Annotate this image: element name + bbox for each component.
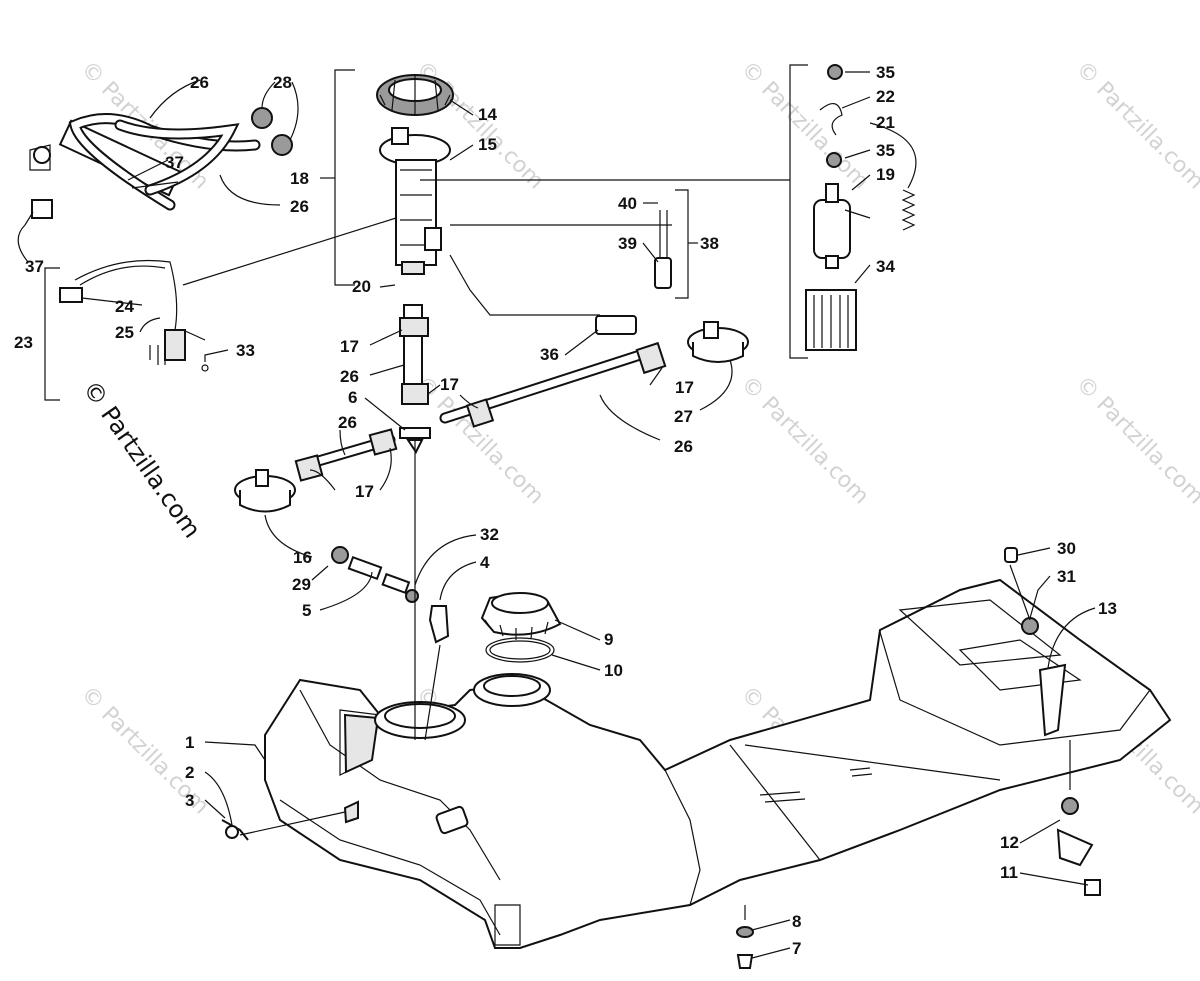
callout-24: 24 xyxy=(115,297,134,316)
callout-19: 19 xyxy=(876,165,895,184)
callout-27: 27 xyxy=(674,407,693,426)
callout-34: 34 xyxy=(876,257,895,276)
callout-12: 12 xyxy=(1000,833,1019,852)
watermark: © Partzilla.com xyxy=(736,372,874,510)
callout-20: 20 xyxy=(352,277,371,296)
callout-31: 31 xyxy=(1057,567,1076,586)
watermark: © Partzilla.com xyxy=(736,57,874,195)
callout-17: 17 xyxy=(675,378,694,397)
lock-ring xyxy=(376,74,454,116)
callout-21: 21 xyxy=(876,113,895,132)
callout-6: 6 xyxy=(348,388,357,407)
callout-38: 38 xyxy=(700,234,719,253)
callout-labels: 1 2 3 4 5 6 7 8 9 10 11 12 13 14 15 16 1… xyxy=(14,63,1117,958)
fuel-cap xyxy=(480,592,562,640)
fuel-pump-motor xyxy=(813,64,851,269)
callout-32: 32 xyxy=(480,525,499,544)
vent-valve-right xyxy=(687,321,749,363)
fuel-hose-lower xyxy=(114,119,240,196)
callout-18: 18 xyxy=(290,169,309,188)
callout-13: 13 xyxy=(1098,599,1117,618)
cap-gasket xyxy=(485,637,555,663)
callout-17: 17 xyxy=(340,337,359,356)
fuel-strainer xyxy=(805,289,857,351)
callout-26: 26 xyxy=(340,367,359,386)
callout-7: 7 xyxy=(792,939,801,958)
pump-spring xyxy=(901,189,916,231)
fuel-sender-unit xyxy=(654,210,672,289)
callout-8: 8 xyxy=(792,912,801,931)
callout-37: 37 xyxy=(25,257,44,276)
fuel-hose-upper xyxy=(68,113,261,211)
callout-14: 14 xyxy=(478,105,497,124)
leader-lines xyxy=(17,71,1096,959)
callout-35: 35 xyxy=(876,141,895,160)
callout-40: 40 xyxy=(618,194,637,213)
vent-hose-vertical xyxy=(399,304,429,405)
callout-16: 16 xyxy=(293,548,312,567)
fuel-pump-assembly xyxy=(379,127,451,275)
callout-11: 11 xyxy=(1000,863,1018,882)
callout-30: 30 xyxy=(1057,539,1076,558)
callout-26: 26 xyxy=(290,197,309,216)
callout-35: 35 xyxy=(876,63,895,82)
callout-28: 28 xyxy=(273,73,292,92)
callout-15: 15 xyxy=(478,135,497,154)
callout-4: 4 xyxy=(480,553,490,572)
callout-22: 22 xyxy=(876,87,895,106)
callout-3: 3 xyxy=(185,791,194,810)
small-hose-fittings xyxy=(331,546,450,644)
callout-39: 39 xyxy=(618,234,637,253)
callout-36: 36 xyxy=(540,345,559,364)
callout-17: 17 xyxy=(440,375,459,394)
watermark: © Partzilla.com xyxy=(1071,57,1200,195)
callout-26: 26 xyxy=(190,73,209,92)
vent-hose-connector xyxy=(449,254,637,335)
callout-2: 2 xyxy=(185,763,194,782)
vent-hose-left xyxy=(294,428,398,482)
callout-26: 26 xyxy=(338,413,357,432)
assembly-bracket-18 xyxy=(320,69,355,286)
assembly-bracket-pump xyxy=(789,64,808,359)
callout-10: 10 xyxy=(604,661,623,680)
hose-clamp xyxy=(251,107,293,156)
mounting-hardware xyxy=(221,547,1101,969)
callout-25: 25 xyxy=(115,323,134,342)
callout-5: 5 xyxy=(302,601,311,620)
callout-26: 26 xyxy=(674,437,693,456)
callout-23: 23 xyxy=(14,333,33,352)
watermark: © Partzilla.com xyxy=(1071,372,1200,510)
callout-1: 1 xyxy=(185,733,194,752)
assembly-bracket-38 xyxy=(675,189,698,299)
callout-17: 17 xyxy=(355,482,374,501)
watermark-main: © Partzilla.com xyxy=(77,375,206,543)
wiring-harness xyxy=(59,259,209,372)
callout-37: 37 xyxy=(165,153,184,172)
callout-9: 9 xyxy=(604,630,613,649)
callout-33: 33 xyxy=(236,341,255,360)
vent-valve-left xyxy=(234,469,296,513)
fuel-tank xyxy=(264,578,1172,949)
assembly-bracket-23 xyxy=(44,267,60,401)
callout-29: 29 xyxy=(292,575,311,594)
